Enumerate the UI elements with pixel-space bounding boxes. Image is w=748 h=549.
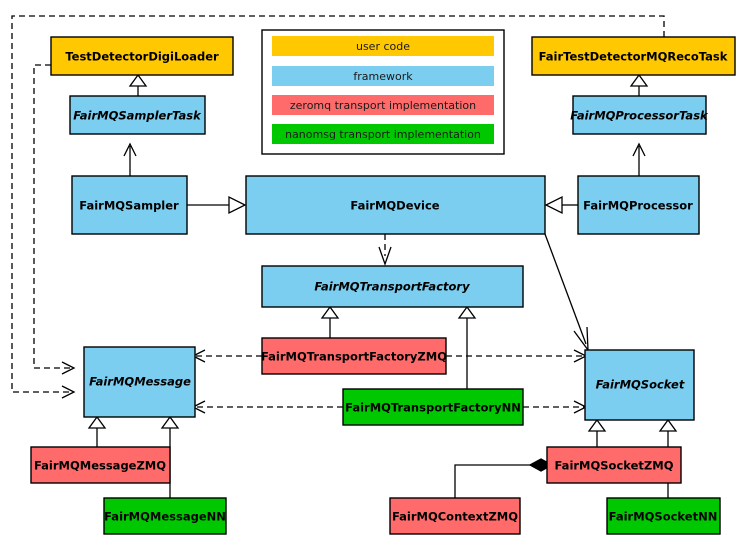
node-fairmqprocessor[interactable]: FairMQProcessor (577, 175, 700, 235)
edge-contextzmq-socketzmq (454, 458, 554, 498)
legend-entry-nanomsg: nanomsg transport implementation (272, 124, 494, 144)
node-box[interactable] (546, 446, 682, 484)
edge-device-transportfactory (378, 234, 392, 266)
node-fairtestdetectormqrecotask[interactable]: FairTestDetectorMQRecoTask (531, 36, 736, 76)
node-box[interactable] (261, 337, 447, 375)
node-label: FairMQContextZMQ (392, 510, 518, 524)
node-box[interactable] (245, 175, 546, 235)
edge-processor-device (544, 195, 578, 215)
node-box[interactable] (83, 346, 196, 418)
node-fairmqmessage[interactable]: FairMQMessage (83, 346, 196, 418)
edge-digiloader-samplertask (128, 73, 148, 96)
edge-factoryzmq-message (191, 349, 262, 363)
node-box[interactable] (69, 95, 206, 135)
node-box[interactable] (572, 95, 707, 135)
node-fairmqdevice[interactable]: FairMQDevice (245, 175, 546, 235)
legend-swatch-user-code (272, 36, 494, 56)
node-label: FairMQMessageZMQ (34, 459, 166, 473)
node-box[interactable] (342, 388, 524, 426)
node-fairmqprocessortask[interactable]: FairMQProcessorTask (570, 95, 709, 135)
node-fairmqmessagenn[interactable]: FairMQMessageNN (103, 497, 227, 535)
node-label: FairMQProcessor (583, 199, 693, 213)
edge-digiloader-message (33, 64, 76, 375)
node-label: FairMQSocket (596, 378, 685, 392)
node-box[interactable] (50, 36, 234, 76)
node-label: FairMQTransportFactoryZMQ (261, 350, 447, 364)
node-layer: TestDetectorDigiLoader FairTestDetectorM… (30, 36, 736, 535)
node-label: TestDetectorDigiLoader (65, 50, 219, 64)
legend-label-nanomsg: nanomsg transport implementation (285, 128, 481, 141)
edge-factorynn-transportfactory (457, 305, 477, 389)
edge-factorynn-message (191, 400, 343, 414)
node-testdetectordigiloader[interactable]: TestDetectorDigiLoader (50, 36, 234, 76)
node-box[interactable] (606, 497, 721, 535)
edge-sampler-device (187, 195, 247, 215)
node-box[interactable] (103, 497, 227, 535)
node-box[interactable] (30, 446, 171, 484)
legend-swatch-nanomsg (272, 124, 494, 144)
edge-socketzmq-socket (587, 418, 607, 447)
legend-entry-zeromq: zeromq transport implementation (272, 95, 494, 115)
node-fairmqsocketnn[interactable]: FairMQSocketNN (606, 497, 721, 535)
legend-entry-user-code: user code (272, 36, 494, 56)
node-fairmqsocketzmq[interactable]: FairMQSocketZMQ (546, 446, 682, 484)
legend-label-framework: framework (353, 70, 413, 83)
node-box[interactable] (389, 497, 521, 535)
edge-recotask-processortask (629, 73, 649, 96)
node-fairmqtransportfactory[interactable]: FairMQTransportFactory (261, 265, 524, 308)
node-label: FairMQMessageNN (104, 510, 226, 524)
node-fairmqsocket[interactable]: FairMQSocket (584, 349, 695, 421)
node-label: FairMQProcessorTask (570, 109, 709, 123)
edge-recotask-message (11, 15, 665, 399)
legend-label-zeromq: zeromq transport implementation (290, 99, 476, 112)
edge-factorynn-socket (523, 400, 588, 414)
node-box[interactable] (531, 36, 736, 76)
node-fairmqtransportfactoryzmq[interactable]: FairMQTransportFactoryZMQ (261, 337, 447, 375)
edge-processor-processortask (632, 142, 646, 176)
node-box[interactable] (261, 265, 524, 308)
node-fairmqsampler[interactable]: FairMQSampler (71, 175, 188, 235)
node-fairmqmessagezmq[interactable]: FairMQMessageZMQ (30, 446, 171, 484)
node-label: FairMQTransportFactoryNN (345, 401, 521, 415)
node-box[interactable] (577, 175, 700, 235)
node-fairmqtransportfactorynn[interactable]: FairMQTransportFactoryNN (342, 388, 524, 426)
node-fairmqsamplertask[interactable]: FairMQSamplerTask (69, 95, 206, 135)
node-label: FairMQSampler (79, 199, 179, 213)
node-box[interactable] (584, 349, 695, 421)
legend-box: user code framework zeromq transport imp… (261, 29, 505, 155)
legend-swatch-zeromq (272, 95, 494, 115)
legend-swatch-framework (272, 66, 494, 86)
edge-device-socket (544, 233, 589, 353)
node-fairmqcontextzmq[interactable]: FairMQContextZMQ (389, 497, 521, 535)
node-label: FairMQMessage (89, 375, 191, 389)
node-label: FairMQSamplerTask (73, 109, 202, 123)
edge-messagezmq-message (87, 415, 107, 447)
node-label: FairMQSocketNN (609, 510, 718, 524)
node-label: FairMQTransportFactory (314, 280, 470, 294)
node-label: FairTestDetectorMQRecoTask (539, 50, 728, 64)
node-label: FairMQDevice (350, 199, 439, 213)
edge-factoryzmq-transportfactory (320, 305, 340, 338)
legend-entry-framework: framework (272, 66, 494, 86)
legend-label-user-code: user code (356, 40, 410, 53)
node-box[interactable] (71, 175, 188, 235)
node-label: FairMQSocketZMQ (555, 459, 674, 473)
edge-sampler-samplertask (123, 142, 137, 176)
